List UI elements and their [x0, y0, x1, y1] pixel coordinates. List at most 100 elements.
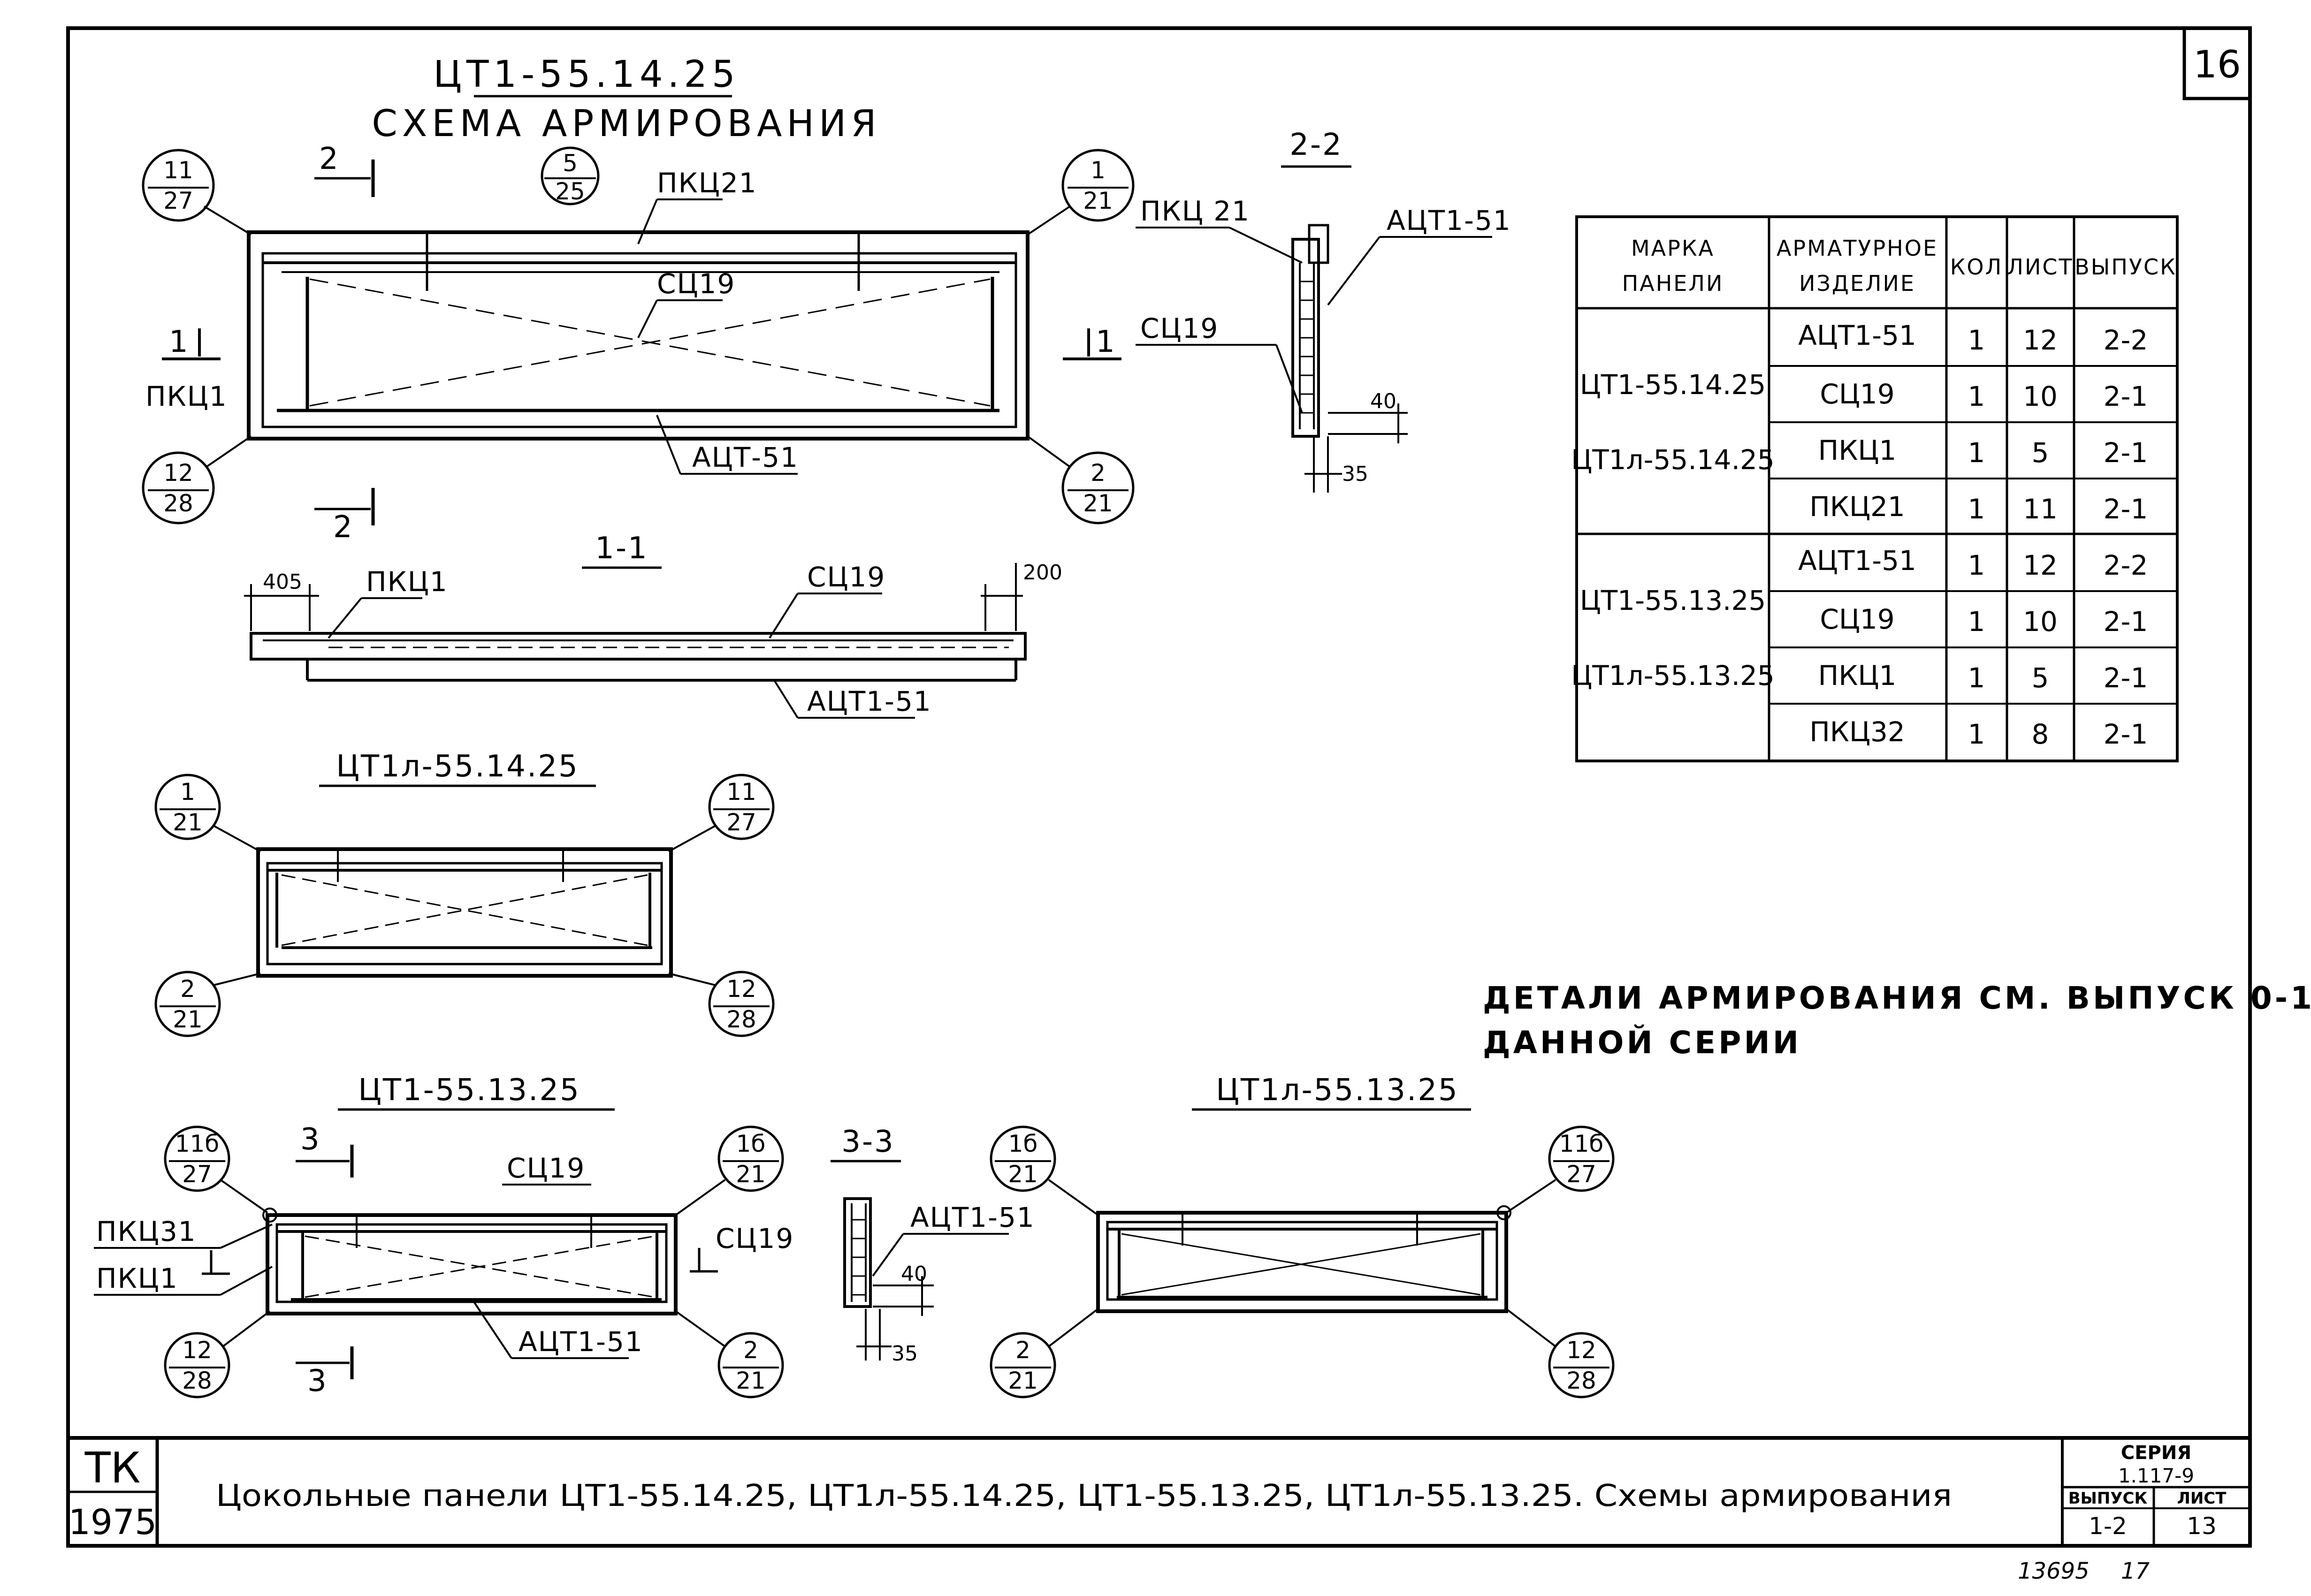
- section-3-3: 3-3 АЦТ1-51 40 35: [831, 1125, 1034, 1366]
- panel-ct1-13: ЦТ1-55.13.25 11б 27 12 28 1б: [94, 1073, 794, 1398]
- svg-text:1: 1: [1968, 662, 1985, 694]
- svg-text:12: 12: [2023, 324, 2058, 356]
- dim-200: 200: [1023, 561, 1062, 585]
- svg-text:8: 8: [2032, 718, 2049, 750]
- group1-mark-1: ЦТ1-55.14.25: [1580, 369, 1766, 401]
- section-2-2-profile: [1291, 238, 1320, 438]
- ref-circle-left-bottom: 2 21: [154, 971, 261, 1037]
- svg-text:2-1: 2-1: [2104, 606, 2148, 638]
- panel-ct1l-13-outline: [1096, 1211, 1508, 1313]
- svg-text:2-2: 2-2: [2104, 324, 2148, 356]
- svg-text:2-1: 2-1: [2104, 437, 2148, 469]
- ref-circle-right-top: 11б 27: [1505, 1125, 1615, 1214]
- section-3-3-title: 3-3: [841, 1125, 895, 1159]
- svg-text:1: 1: [1096, 325, 1116, 359]
- note-line-1: ДЕТАЛИ АРМИРОВАНИЯ СМ. ВЫПУСК 0-1: [1483, 980, 2311, 1016]
- ref-circle-left-top: 1 21: [154, 774, 261, 852]
- svg-text:21: 21: [1008, 1367, 1038, 1394]
- section-mark-3-bottom: 3: [296, 1346, 354, 1398]
- svg-text:11: 11: [726, 778, 756, 806]
- ladder-rungs: [1300, 281, 1314, 414]
- section-1-1-title: 1-1: [595, 531, 648, 566]
- panel-ct1-13-title: ЦТ1-55.13.25: [358, 1073, 580, 1108]
- svg-text:1: 1: [169, 325, 190, 359]
- svg-text:2-1: 2-1: [2104, 718, 2148, 750]
- dim-40: 40: [901, 1262, 927, 1286]
- main-title: ЦТ1-55.14.25: [433, 53, 740, 96]
- svg-text:5: 5: [2032, 662, 2049, 694]
- table-row: СЦ19 1 10 2-1: [1820, 603, 2148, 638]
- svg-text:2-1: 2-1: [2104, 493, 2148, 525]
- label-act1-51: АЦТ1-51: [1387, 205, 1511, 236]
- label-pkc1: ПКЦ1: [96, 1262, 178, 1294]
- header-item-2: ИЗДЕЛИЕ: [1799, 271, 1915, 296]
- ref-circle-right-bottom: 12 28: [668, 971, 775, 1037]
- svg-text:11: 11: [2023, 493, 2058, 525]
- document-title: Цокольные панели ЦТ1-55.14.25, ЦТ1л-55.1…: [216, 1479, 1952, 1513]
- group1-mark-2: ЦТ1л-55.14.25: [1571, 444, 1775, 476]
- table-row: ПКЦ1 1 5 2-1: [1818, 660, 2148, 694]
- section-mark-1-left: 1: [162, 325, 221, 360]
- svg-text:1: 1: [1968, 549, 1985, 581]
- label-pkc1: ПКЦ1: [145, 380, 228, 412]
- year: 1975: [69, 1502, 157, 1543]
- svg-text:21: 21: [736, 1161, 766, 1188]
- title-block: ТК 1975 Цокольные панели ЦТ1-55.14.25, Ц…: [68, 1436, 2251, 1547]
- svg-text:1б: 1б: [1008, 1130, 1038, 1157]
- panel-ct1l-13: ЦТ1л-55.13.25 1б 21 2 21 11б: [990, 1073, 1615, 1398]
- svg-text:12: 12: [726, 975, 756, 1003]
- svg-text:21: 21: [173, 809, 203, 836]
- label-sc19: СЦ19: [657, 268, 735, 300]
- svg-text:2: 2: [743, 1337, 758, 1364]
- svg-text:28: 28: [726, 1006, 756, 1033]
- svg-text:11б: 11б: [175, 1130, 219, 1157]
- svg-text:АЦТ1-51: АЦТ1-51: [1798, 545, 1916, 577]
- svg-text:21: 21: [736, 1367, 766, 1394]
- svg-text:1: 1: [1968, 380, 1985, 412]
- label-act1-51: АЦТ1-51: [519, 1326, 643, 1358]
- cross-line: [309, 278, 991, 407]
- ref-circle-right-top: 1 21: [1027, 149, 1135, 236]
- svg-text:1: 1: [180, 778, 195, 806]
- panel-ct1l-14-title: ЦТ1л-55.14.25: [336, 749, 579, 784]
- header-mark: МАРКА: [1631, 236, 1715, 261]
- table-row: ПКЦ1 1 5 2-1: [1818, 434, 2148, 469]
- note: ДЕТАЛИ АРМИРОВАНИЯ СМ. ВЫПУСК 0-1 ДАННОЙ…: [1483, 980, 2311, 1061]
- issue-value: 1-2: [2089, 1512, 2127, 1540]
- section-3-3-profile: [843, 1197, 872, 1308]
- section-mark-2-top: 2: [314, 142, 375, 197]
- ref-circle-left-bottom: 12 28: [142, 435, 252, 524]
- svg-text:СЦ19: СЦ19: [1820, 603, 1894, 635]
- label-pkc31: ПКЦ31: [96, 1216, 197, 1247]
- svg-text:28: 28: [1566, 1367, 1596, 1394]
- sheet-value: 13: [2187, 1512, 2217, 1540]
- table-row: АЦТ1-51 1 12 2-2: [1798, 319, 2148, 356]
- ref-circle-right-bottom: 12 28: [1505, 1308, 1615, 1398]
- svg-text:25: 25: [555, 178, 585, 205]
- panel-ct1l-14-outline: [256, 847, 673, 978]
- series-box: [2061, 1436, 2251, 1547]
- footer-inventory-number: 13695: [2018, 1558, 2090, 1584]
- svg-text:21: 21: [1008, 1161, 1038, 1188]
- svg-text:28: 28: [182, 1367, 212, 1394]
- svg-text:27: 27: [163, 187, 193, 214]
- table-row: АЦТ1-51 1 12 2-2: [1798, 545, 2148, 581]
- group2-mark-1: ЦТ1-55.13.25: [1580, 585, 1766, 616]
- section-2-2: 2-2 ПКЦ 21 АЦТ1-51 СЦ19 40 35: [1136, 128, 1511, 493]
- ref-circle-top-center: 5 25: [541, 146, 600, 205]
- ref-circle-left-bottom: 2 21: [990, 1308, 1099, 1398]
- series-value: 1.117-9: [2118, 1464, 2194, 1487]
- ref-circle-left-top: 11б 27: [164, 1125, 268, 1214]
- svg-text:ПКЦ1: ПКЦ1: [1818, 660, 1897, 692]
- svg-text:28: 28: [163, 490, 193, 517]
- svg-text:1б: 1б: [736, 1130, 766, 1157]
- sheet-frame: [66, 26, 2252, 1548]
- issue-label: ВЫПУСК: [2068, 1489, 2148, 1508]
- sheet-label: ЛИСТ: [2177, 1489, 2227, 1508]
- header-qty: КОЛ: [1950, 254, 2003, 280]
- ref-circle-left-top: 11 27: [142, 149, 252, 236]
- table-row: ПКЦ32 1 8 2-1: [1809, 716, 2148, 750]
- label-sc19-right: СЦ19: [716, 1223, 794, 1254]
- panel-ct1l-14: ЦТ1л-55.14.25 1 21 2 21 11: [154, 749, 775, 1037]
- svg-text:12: 12: [1566, 1337, 1596, 1364]
